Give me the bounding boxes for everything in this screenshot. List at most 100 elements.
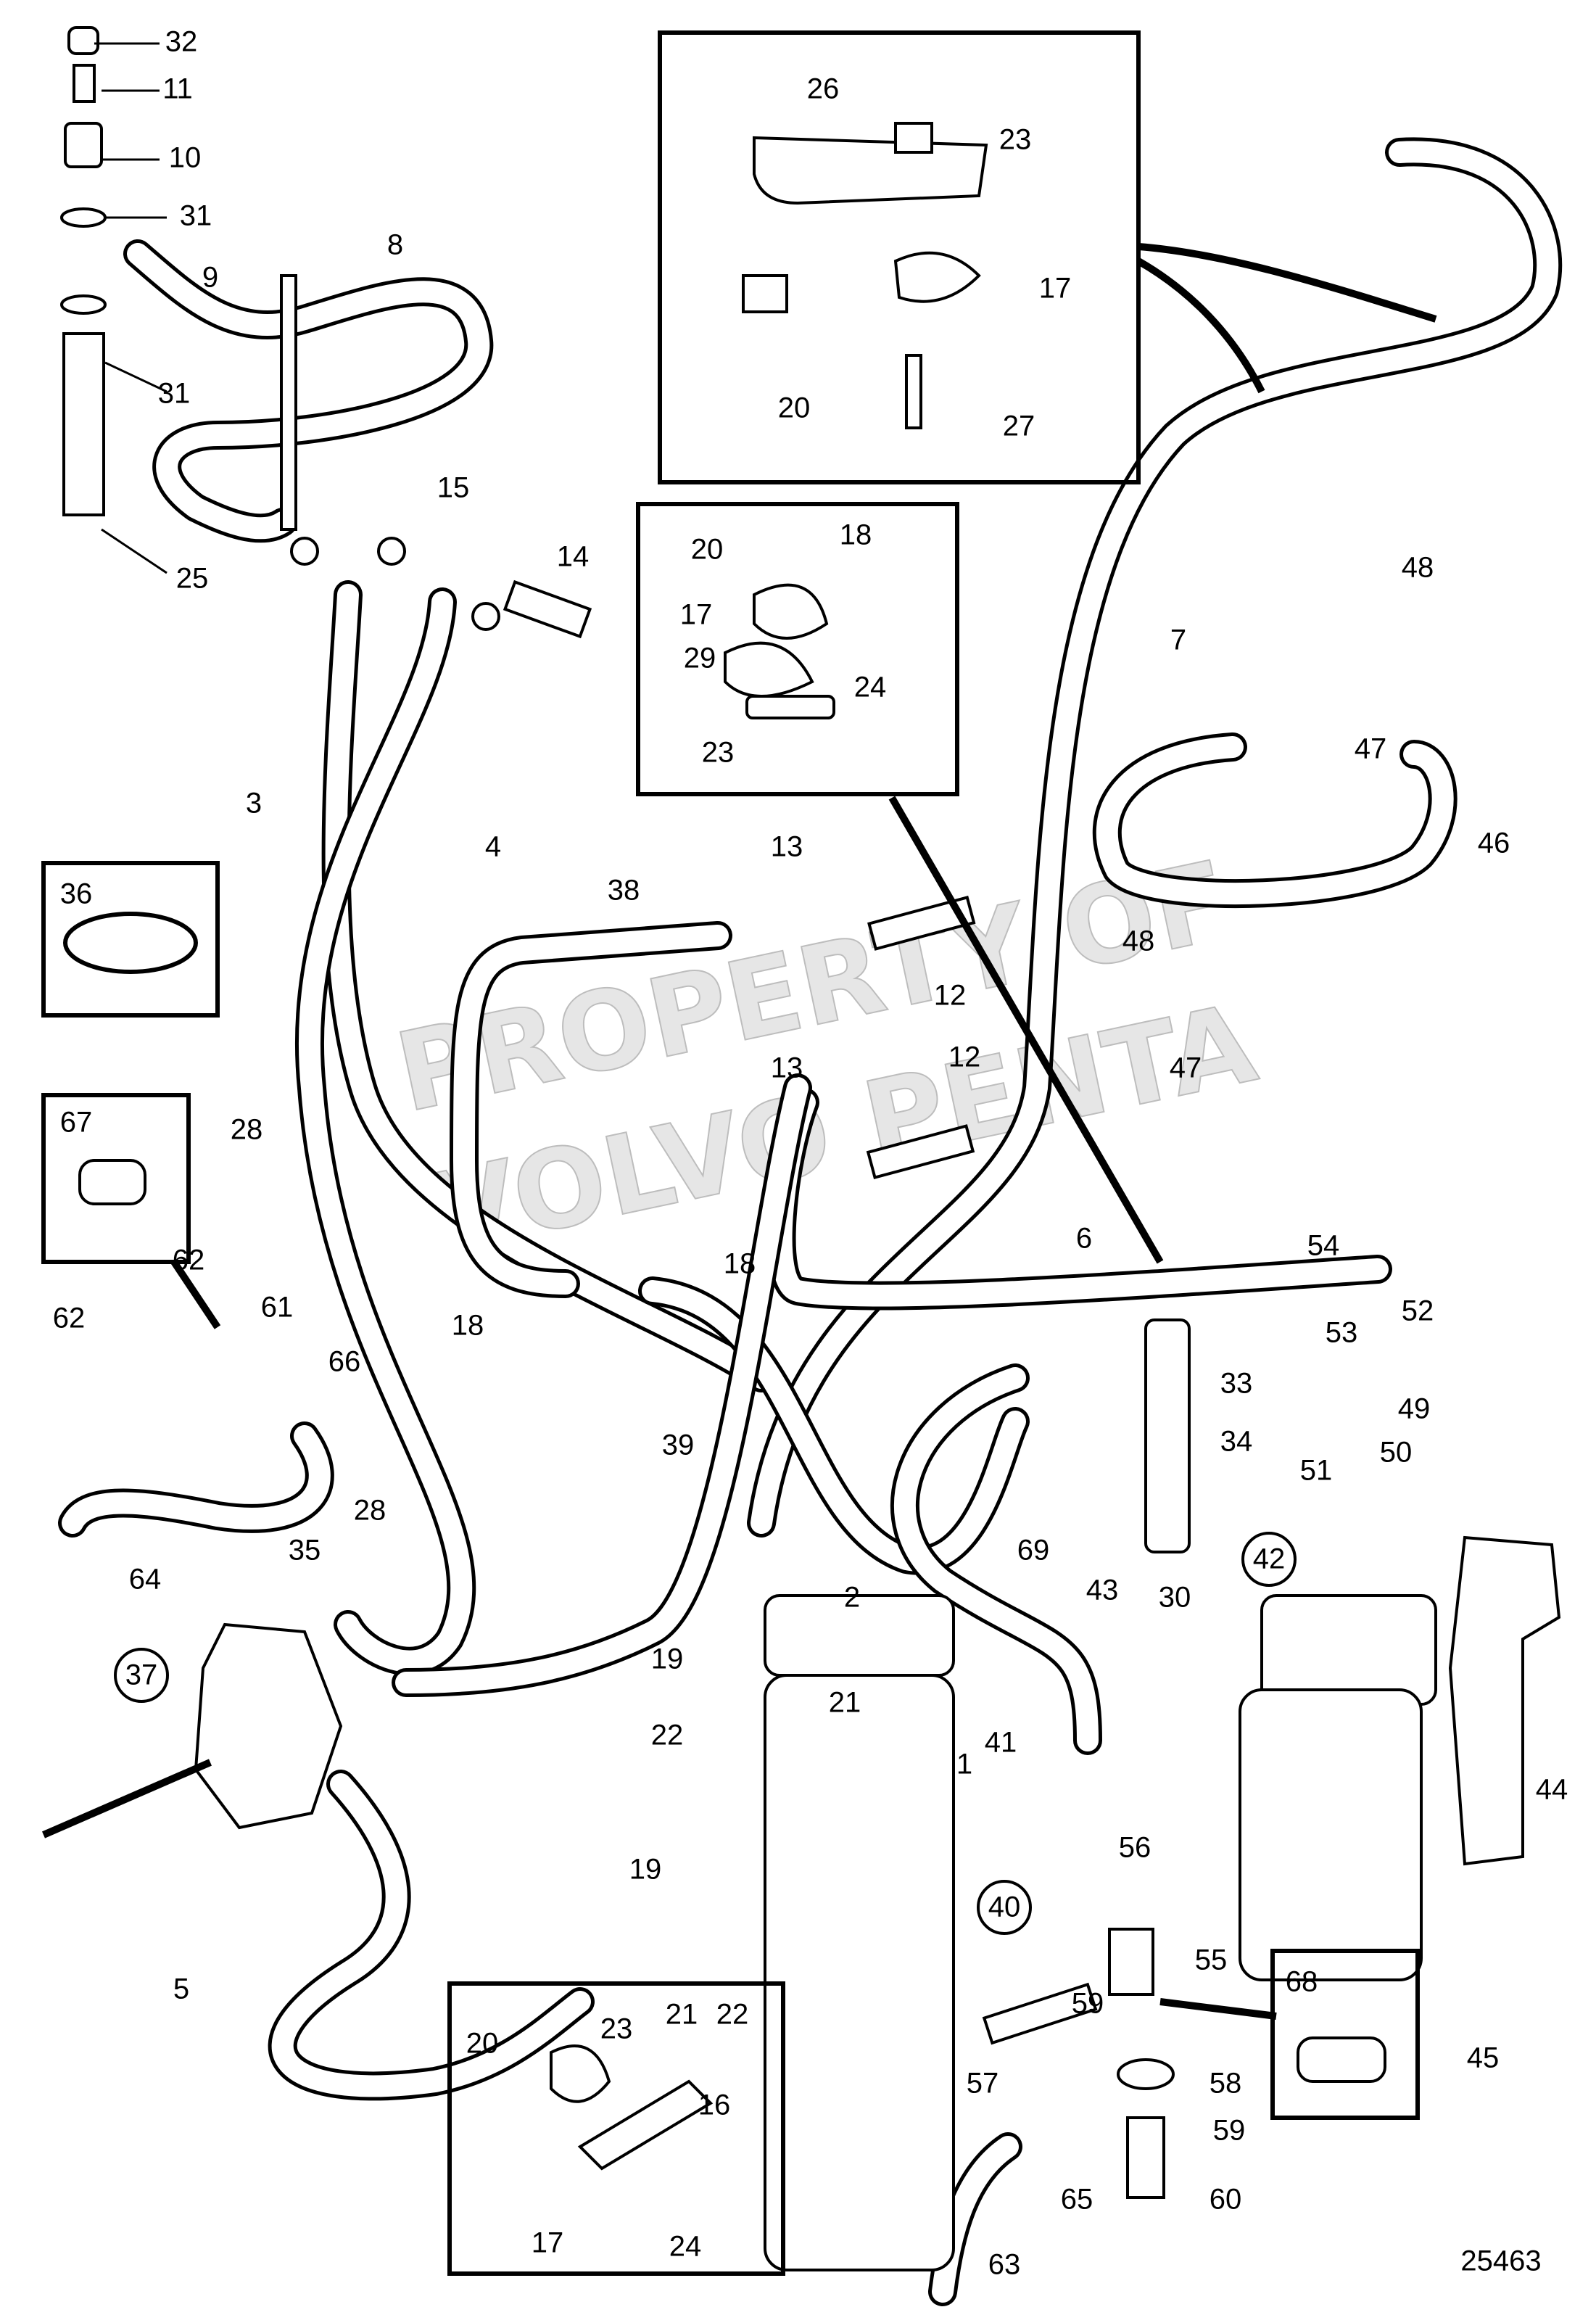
label-47b: 47: [1170, 1052, 1202, 1084]
label-26: 26: [807, 73, 840, 105]
label-58: 58: [1210, 2068, 1242, 2100]
label-36: 36: [60, 878, 93, 910]
drawing-number: 25463: [1460, 2245, 1541, 2277]
label-37: 37: [125, 1659, 158, 1691]
washer-15a: [290, 537, 319, 566]
filter-42: [1239, 1688, 1423, 1981]
label-17b: 17: [680, 599, 713, 631]
watermark: PROPERTY OF VOLVO PENTA: [386, 837, 1267, 1279]
label-29: 29: [684, 643, 716, 674]
label-66: 66: [328, 1346, 361, 1378]
label-63: 63: [988, 2249, 1021, 2281]
bracket-16: [577, 2079, 714, 2171]
label-21b: 21: [666, 1999, 698, 2031]
plate-30: [1144, 1318, 1191, 1553]
label-57: 57: [967, 2068, 999, 2100]
screw-27: [905, 354, 922, 429]
label-27: 27: [1003, 410, 1035, 442]
circle-37: [114, 1648, 169, 1703]
label-59b: 59: [1213, 2115, 1246, 2147]
label-42: 42: [1253, 1543, 1286, 1575]
label-34: 34: [1220, 1426, 1253, 1458]
label-33: 33: [1220, 1368, 1253, 1400]
label-22b: 22: [716, 1999, 749, 2031]
filter-head-42: [1260, 1594, 1437, 1706]
nipple-11: [73, 64, 96, 103]
label-16: 16: [698, 2089, 731, 2121]
label-13a: 13: [771, 831, 803, 863]
label-17a: 17: [1039, 273, 1072, 305]
label-48b: 48: [1122, 925, 1155, 957]
washer-15b: [377, 537, 406, 566]
label-54: 54: [1307, 1230, 1340, 1262]
bolt-12b: [866, 1124, 975, 1180]
label-28a: 28: [231, 1114, 263, 1146]
screw-10: [64, 122, 103, 168]
bolt-57: [982, 1982, 1098, 2045]
label-21a: 21: [829, 1687, 861, 1719]
parts: [42, 26, 1561, 2271]
label-47a: 47: [1355, 733, 1387, 765]
label-20a: 20: [778, 392, 811, 424]
label-23c: 23: [600, 2013, 633, 2045]
fitting-68-part: [1297, 2036, 1386, 2083]
cap-32: [67, 26, 99, 55]
label-31b: 31: [158, 378, 191, 410]
label-65: 65: [1061, 2184, 1093, 2216]
label-44: 44: [1536, 1774, 1568, 1806]
washer-31b: [60, 294, 107, 315]
label-6: 6: [1076, 1223, 1092, 1255]
label-38: 38: [608, 875, 640, 907]
label-56: 56: [1119, 1832, 1151, 1864]
label-13b: 13: [771, 1052, 803, 1084]
label-12b: 12: [948, 1041, 981, 1073]
label-2: 2: [844, 1582, 860, 1614]
hose-clip-36: [41, 861, 220, 1018]
clamp-17-bottom: [550, 2044, 611, 2103]
label-60: 60: [1210, 2184, 1242, 2216]
detail-boxes: [41, 30, 1420, 2276]
label-55: 55: [1195, 1944, 1228, 1976]
label-20c: 20: [466, 2028, 499, 2060]
circle-40: [977, 1880, 1032, 1935]
label-32: 32: [165, 26, 198, 58]
clamp-17-mid: [724, 641, 814, 698]
label-14: 14: [557, 541, 590, 573]
label-45: 45: [1467, 2042, 1500, 2074]
label-18c: 18: [452, 1310, 484, 1342]
label-25: 25: [176, 563, 209, 595]
label-31a: 31: [180, 200, 212, 232]
fitting-67: [41, 1093, 191, 1264]
spacer-25: [62, 332, 105, 516]
label-28b: 28: [354, 1495, 386, 1527]
label-10: 10: [169, 142, 202, 174]
washer-31a: [60, 207, 107, 228]
label-17c: 17: [532, 2227, 564, 2259]
label-24b: 24: [669, 2231, 702, 2263]
fitting-68: [1270, 1949, 1420, 2120]
label-53: 53: [1326, 1317, 1358, 1349]
label-69: 69: [1017, 1535, 1050, 1567]
label-8: 8: [387, 229, 403, 261]
fitting-67-part: [78, 1159, 146, 1205]
bracket-detail-top: [658, 30, 1141, 484]
clamp-detail-bottom: [447, 1981, 785, 2276]
screw-20-top: [742, 274, 788, 313]
bolt-9: [280, 274, 297, 531]
label-62a: 62: [173, 1245, 205, 1276]
bracket-44: [1448, 1535, 1561, 1866]
label-59a: 59: [1072, 1988, 1104, 2020]
clamp-detail-mid: [636, 502, 959, 796]
label-35: 35: [289, 1535, 321, 1567]
union-55: [1108, 1928, 1154, 1996]
label-48a: 48: [1402, 552, 1434, 584]
hoses: [58, 137, 1563, 2306]
clamp-18-mid: [753, 583, 829, 640]
circle-42: [1241, 1532, 1297, 1587]
label-23b: 23: [702, 737, 735, 769]
label-18a: 18: [840, 519, 872, 551]
label-9: 9: [202, 262, 218, 294]
label-62b: 62: [53, 1303, 86, 1334]
label-49: 49: [1398, 1393, 1431, 1425]
